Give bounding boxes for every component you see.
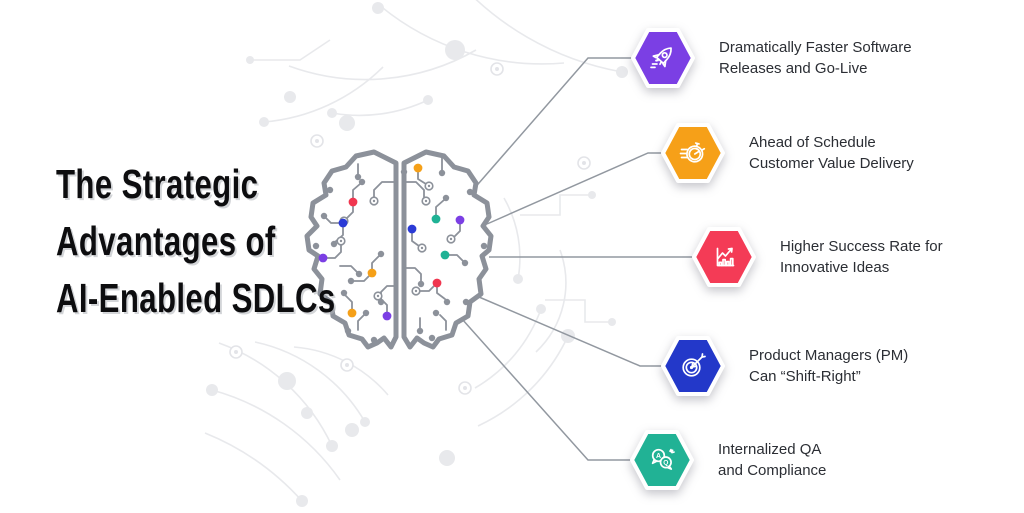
item-label: Ahead of Schedule Customer Value Deliver… [749, 132, 914, 175]
item-faster-releases: Dramatically Faster Software Releases an… [627, 25, 912, 91]
item-label-line: Releases and Go-Live [719, 60, 868, 77]
item-higher-success: Higher Success Rate for Innovative Ideas [688, 224, 943, 290]
node-orange [413, 163, 423, 173]
brain-gray-nodes [312, 168, 488, 344]
connector-shift-right [478, 296, 663, 367]
item-label-line: Higher Success Rate for [780, 237, 943, 255]
node-orange [367, 268, 377, 278]
node-blue [407, 224, 417, 234]
page-title: The Strategic Advantages of AI-Enabled S… [56, 156, 336, 327]
item-label: Dramatically Faster Software Releases an… [719, 37, 912, 80]
item-label-line: Can “Shift-Right” [749, 368, 861, 385]
item-label-line: Customer Value Delivery [749, 155, 914, 172]
hexagon-badge [661, 336, 725, 396]
item-shift-right: Product Managers (PM) Can “Shift-Right” [657, 333, 908, 399]
item-label: Product Managers (PM) Can “Shift-Right” [749, 345, 908, 388]
node-purple [318, 253, 328, 263]
item-internal-qa: A Q Internalized QA and Compliance [626, 427, 826, 493]
title-line: AI-Enabled SDLCs [56, 275, 336, 321]
node-purple [455, 215, 465, 225]
node-orange [347, 308, 357, 318]
svg-text:A: A [656, 453, 661, 460]
stopwatch-icon [679, 142, 706, 163]
node-red [348, 197, 358, 207]
node-blue [338, 218, 348, 228]
qa-chat-icon: A Q [651, 448, 675, 470]
item-label-line: Innovative Ideas [780, 259, 890, 276]
brain-circuit-illustration [304, 149, 494, 350]
hexagon-badge [661, 123, 725, 183]
circuit-arcs [204, 0, 628, 507]
node-purple [382, 311, 392, 321]
connector-faster-releases [471, 57, 633, 192]
hexagon-badge: A Q [630, 430, 694, 490]
node-red [432, 278, 442, 288]
connector-lines [461, 57, 694, 461]
hexagon-badge [631, 28, 695, 88]
rocket-icon [650, 47, 672, 69]
brain-colored-nodes [318, 163, 465, 321]
svg-text:Q: Q [663, 460, 668, 467]
title-line: The Strategic [56, 161, 259, 207]
item-label-line: Product Managers (PM) [749, 346, 909, 364]
circuit-ring [229, 62, 591, 395]
node-teal [431, 214, 441, 224]
target-icon [682, 353, 706, 377]
item-ahead-of-schedule: Ahead of Schedule Customer Value Deliver… [657, 120, 914, 186]
brain-right-hemisphere [401, 149, 494, 350]
item-label: Higher Success Rate for Innovative Ideas [780, 236, 943, 279]
title-line: Advantages of [56, 218, 276, 264]
connector-internal-qa [461, 318, 632, 461]
hexagon-badge [692, 227, 756, 287]
connector-ahead-of-schedule [486, 152, 664, 225]
item-label-line: Dramatically Faster Software [719, 38, 912, 56]
item-label-line: Ahead of Schedule [749, 133, 876, 151]
node-teal [440, 250, 450, 260]
item-label-line: and Compliance [718, 462, 827, 479]
growth-chart-icon [716, 247, 735, 267]
item-label: Internalized QA and Compliance [718, 439, 826, 482]
item-label-line: Internalized QA [718, 440, 822, 458]
